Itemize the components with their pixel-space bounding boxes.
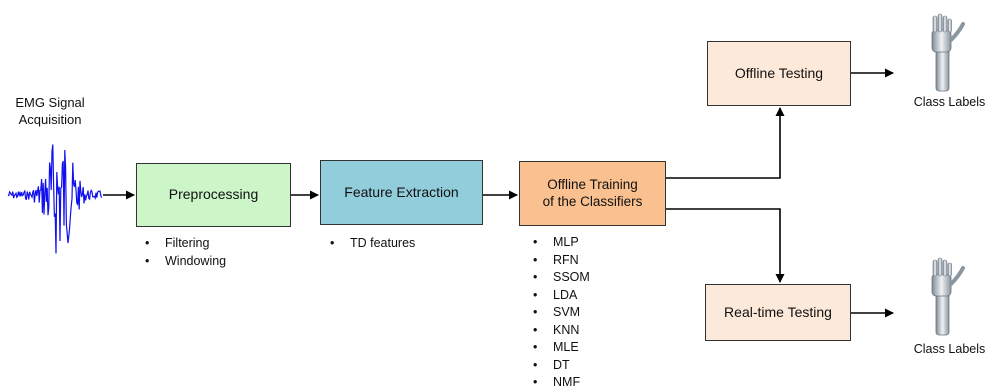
- preprocessing-item: Windowing: [145, 252, 226, 270]
- classifier-item: SSOM: [533, 269, 590, 287]
- feature-item: TD features: [330, 234, 415, 252]
- preprocessing-box: Preprocessing: [136, 163, 291, 227]
- feature-extraction-box: Feature Extraction: [320, 160, 483, 225]
- realtime-testing-box: Real-time Testing: [705, 284, 851, 341]
- classifier-item: DT: [533, 357, 590, 375]
- classifier-item: RFN: [533, 252, 590, 270]
- classifier-list: MLPRFNSSOMLDASVMKNNMLEDTNMF: [533, 234, 590, 392]
- robotic-hand-icon: [931, 257, 965, 336]
- classifier-item: SVM: [533, 304, 590, 322]
- arrow-training-to-offline-testing: [666, 107, 785, 179]
- arrow-training-to-realtime-testing: [666, 208, 785, 283]
- classifier-item: NMF: [533, 374, 590, 392]
- emg-acquisition-label: EMG Signal Acquisition: [15, 95, 85, 127]
- classifier-item: MLE: [533, 339, 590, 357]
- offline-training-box: Offline Training of the Classifiers: [519, 161, 666, 226]
- preprocessing-item: Filtering: [145, 234, 226, 252]
- offline-testing-box: Offline Testing: [707, 41, 851, 106]
- emg-signal-waveform: [7, 144, 103, 254]
- preprocessing-list: FilteringWindowing: [145, 234, 226, 270]
- classifier-item: MLP: [533, 234, 590, 252]
- classifier-item: KNN: [533, 322, 590, 340]
- classifier-item: LDA: [533, 287, 590, 305]
- robotic-hand-icon: [931, 13, 965, 92]
- feature-list: TD features: [330, 234, 415, 252]
- class-labels-bottom: Class Labels: [913, 342, 986, 356]
- class-labels-top: Class Labels: [913, 95, 986, 109]
